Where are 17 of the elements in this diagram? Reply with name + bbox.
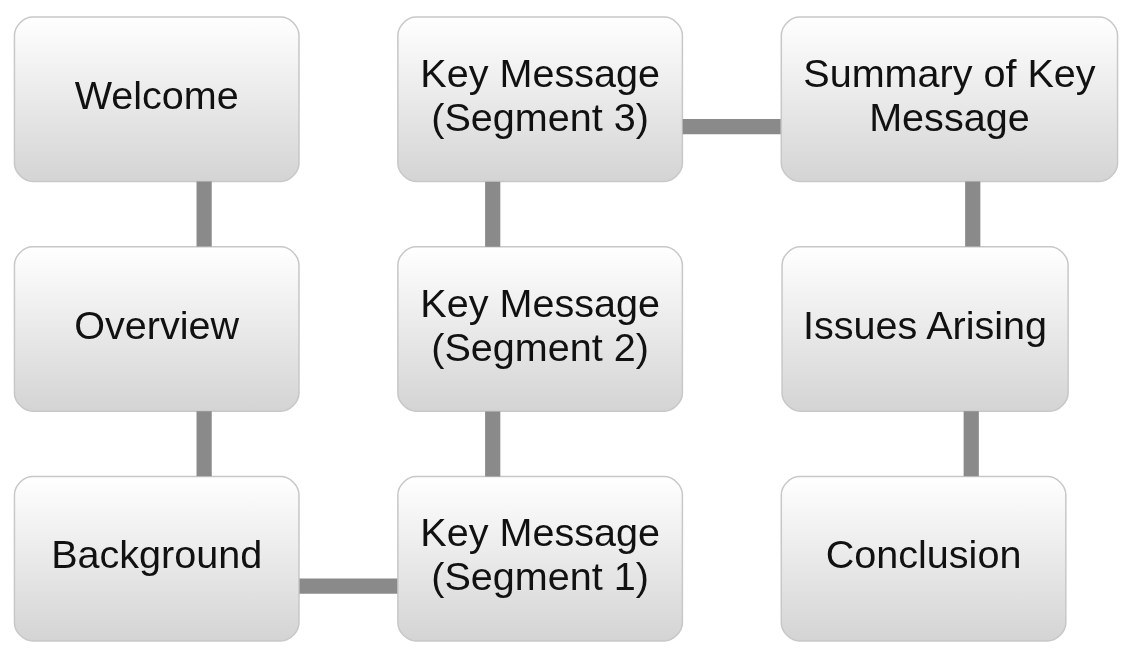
node-box: Issues Arising [781, 246, 1069, 412]
connector [485, 181, 501, 247]
connector [485, 411, 501, 477]
node-box: Summary of Key Message [780, 16, 1119, 183]
connector [963, 411, 979, 477]
node-box: Key Message (Segment 1) [397, 475, 684, 642]
node-box: Key Message (Segment 3) [397, 16, 684, 183]
connector [196, 181, 212, 247]
node-box: Key Message (Segment 2) [397, 246, 684, 412]
node-box: Background [13, 475, 300, 642]
node-box: Welcome [13, 16, 300, 183]
node-box: Conclusion [780, 475, 1067, 642]
connector [682, 119, 781, 135]
connector [299, 578, 398, 594]
node-box: Overview [13, 246, 300, 412]
connector [965, 181, 981, 247]
connector [196, 411, 212, 477]
